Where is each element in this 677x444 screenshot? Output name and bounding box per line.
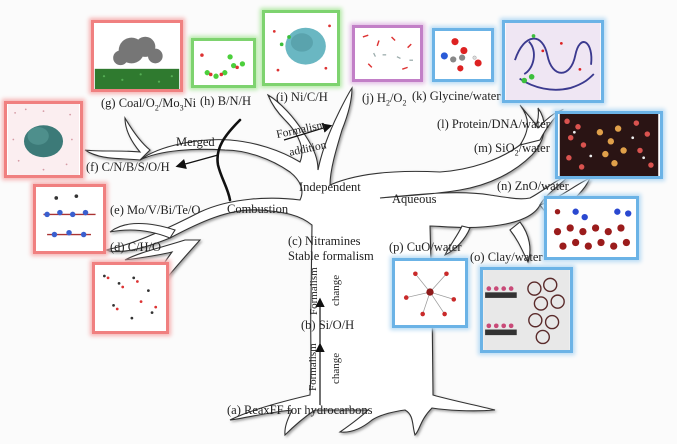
- formalism-change-lower-line1: Formalism: [307, 343, 319, 391]
- panel-e-movbiteo: [33, 184, 106, 254]
- panel-p-cuo: [392, 258, 468, 328]
- panel-h-bnh: [191, 38, 256, 88]
- branch-p: [443, 225, 471, 257]
- leaf-f-label: (f) C/N/B/S/O/H: [86, 160, 170, 174]
- merged-label: Merged: [176, 135, 215, 149]
- leaf-n-label: (n) ZnO/water: [497, 179, 569, 193]
- branch-label-aqueous: Aqueous: [392, 192, 437, 206]
- panel-j-h2o2: [352, 25, 423, 82]
- leaf-j-label: (j) H2/O2: [362, 91, 407, 108]
- leaf-p-label: (p) CuO/water: [389, 240, 462, 254]
- formalism-change-lower-line2: change: [330, 352, 342, 384]
- panel-i-nich: [262, 10, 340, 86]
- leaf-m-label: (m) SiO2/water: [474, 141, 550, 158]
- panel-g-coal: [91, 20, 183, 92]
- leaf-d-label: (d) C/H/O: [110, 240, 162, 254]
- node-a-label: (a) ReaxFF for hydrocarbons: [227, 403, 373, 417]
- node-b-label: (b) Si/O/H: [301, 318, 355, 332]
- panel-m-sio2: [555, 111, 663, 179]
- formalism-addition-arrow: [283, 123, 333, 141]
- node-c-label-line2: Stable formalism: [288, 249, 374, 263]
- branch-right-top: [518, 104, 564, 146]
- branch-f: [84, 115, 151, 161]
- merged-arrow: [175, 118, 242, 202]
- leaf-o-label: (o) Clay/water: [470, 250, 543, 264]
- node-c-label-line1: (c) Nitramines: [288, 234, 361, 248]
- panel-k-glycine: [432, 28, 494, 82]
- branch-label-independent: Independent: [299, 180, 361, 194]
- leaf-l-label: (l) Protein/DNA/water: [437, 117, 550, 131]
- leaf-g-label: (g) Coal/O2/Mo3Ni: [101, 96, 197, 113]
- leaf-k-label: (k) Glycine/water: [412, 89, 501, 103]
- formalism-change-upper-line1: Formalism: [308, 267, 320, 315]
- formalism-change-upper-line2: change: [330, 274, 342, 306]
- branch-label-combustion: Combustion: [227, 202, 289, 216]
- leaf-e-label: (e) Mo/V/Bi/Te/O: [110, 203, 201, 217]
- panel-f-cnbsoh: [4, 101, 83, 178]
- branch-e: [109, 223, 176, 239]
- leaf-i-label: (i) Ni/C/H: [276, 90, 328, 104]
- trunk: [104, 86, 571, 437]
- panel-d-cho: [92, 262, 169, 334]
- leaf-h-label: (h) B/N/H: [200, 94, 252, 108]
- panel-n-zno: [544, 196, 639, 260]
- panel-o-clay: [480, 267, 573, 353]
- panel-l-protein: [502, 20, 604, 103]
- branch-o: [509, 221, 531, 264]
